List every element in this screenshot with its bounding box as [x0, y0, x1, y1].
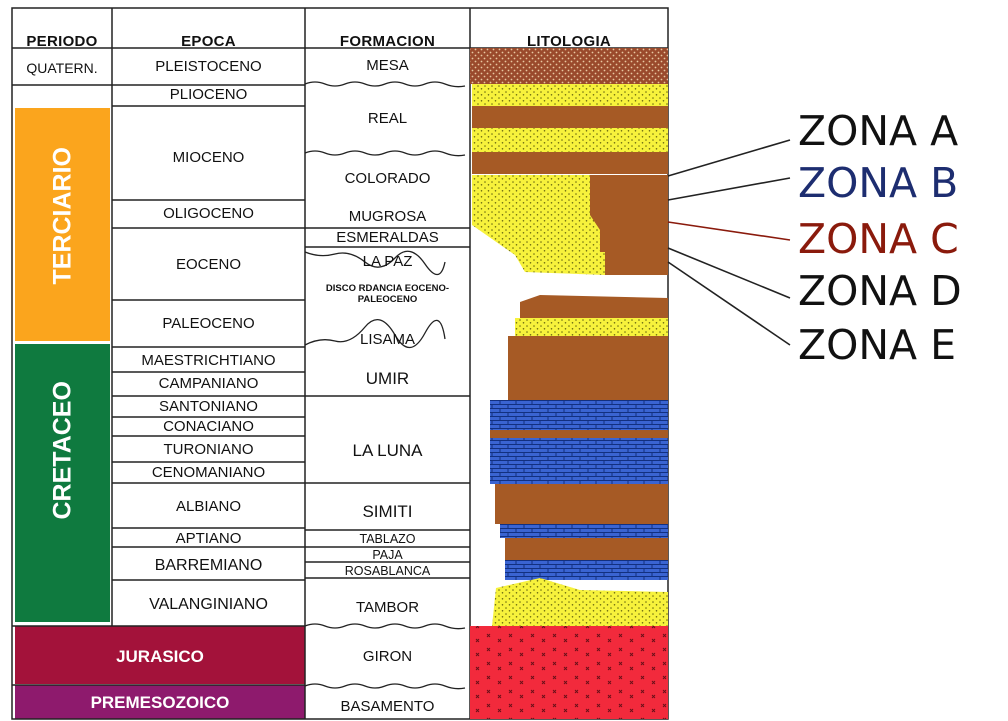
epoch-santoniano: SANTONIANO: [112, 398, 305, 415]
period-premesozoico: PREMESOZOICO: [15, 693, 305, 713]
epoch-paleoceno: PALEOCENO: [112, 315, 305, 332]
lith-basamento: [470, 684, 668, 719]
period-jurasico: JURASICO: [15, 647, 305, 667]
epoch-pleistoceno: PLEISTOCENO: [112, 58, 305, 75]
zone-a-label: ZONA A: [798, 107, 958, 155]
formation-simiti: SIMITI: [305, 502, 470, 522]
epoch-aptiano: APTIANO: [112, 530, 305, 547]
formation-giron: GIRON: [305, 648, 470, 665]
formation-mesa: MESA: [305, 57, 470, 74]
lith-lime-1: [490, 400, 668, 430]
formation-tablazo: TABLAZO: [305, 532, 470, 546]
zone-c-label: ZONA C: [798, 215, 959, 263]
epoch-valanginiano: VALANGINIANO: [112, 596, 305, 614]
epoch-eoceno: EOCENO: [112, 256, 305, 273]
lith-umir: [508, 336, 668, 400]
lith-lime-4: [505, 560, 668, 580]
lith-sand-3: [472, 175, 590, 194]
epoch-campaniano: CAMPANIANO: [112, 375, 305, 392]
lithology-column: [470, 48, 668, 719]
lith-shale-5: [490, 430, 668, 438]
zone-pointers: [668, 140, 790, 345]
lith-lime-3: [500, 524, 668, 538]
epoch-mioceno: MIOCENO: [112, 149, 305, 166]
lith-lime-2: [490, 438, 668, 484]
lith-sand-2: [472, 128, 668, 152]
formation-rosablanca: ROSABLANCA: [305, 564, 470, 578]
zone-e-label: ZONA E: [798, 321, 956, 369]
lith-shale-1: [472, 106, 668, 128]
lith-shale-6: [505, 538, 668, 560]
epoch-albiano: ALBIANO: [112, 498, 305, 515]
lith-sand-5: [515, 318, 668, 336]
lith-shale-4: [520, 295, 668, 318]
formation-laluna: LA LUNA: [305, 441, 470, 461]
header-periodo: PERIODO: [12, 33, 112, 50]
period-terciario: TERCIARIO: [49, 165, 78, 285]
formation-lisama: LISAMA: [305, 331, 470, 348]
zone-b-label: ZONA B: [798, 159, 958, 207]
header-epoca: EPOCA: [112, 33, 305, 50]
lith-tambor: [492, 578, 668, 626]
period-quatern: QUATERN.: [12, 60, 112, 76]
formation-discordancia: DISCO RDANCIA EOCENO-PALEOCENO: [325, 283, 450, 305]
epoch-conaciano: CONACIANO: [112, 418, 305, 435]
header-litologia: LITOLOGIA: [470, 33, 668, 50]
lith-mesa: [470, 48, 668, 84]
formation-esmeraldas: ESMERALDAS: [305, 229, 470, 246]
formation-paja: PAJA: [305, 548, 470, 562]
formation-basamento: BASAMENTO: [305, 698, 470, 715]
header-formacion: FORMACION: [305, 33, 470, 50]
formation-mugrosa: MUGROSA: [305, 208, 470, 225]
period-cretaceo: CRETACEO: [49, 400, 78, 520]
epoch-turoniano: TURONIANO: [112, 441, 305, 458]
lith-sand-1: [472, 84, 668, 106]
epoch-plioceno: PLIOCENO: [112, 86, 305, 103]
epoch-maestrichtiano: MAESTRICHTIANO: [112, 352, 305, 369]
epoch-barremiano: BARREMIANO: [112, 557, 305, 575]
epoch-cenomaniano: CENOMANIANO: [112, 464, 305, 481]
lith-giron: [470, 626, 668, 684]
lith-sand-4: [472, 194, 605, 275]
epoch-oligoceno: OLIGOCENO: [112, 205, 305, 222]
zone-d-label: ZONA D: [798, 267, 962, 315]
formation-colorado: COLORADO: [305, 170, 470, 187]
lith-simiti: [495, 484, 668, 524]
lith-shale-2: [472, 152, 668, 174]
formation-lapaz: LA PAZ: [305, 253, 470, 270]
formation-real: REAL: [305, 110, 470, 127]
formation-umir: UMIR: [305, 369, 470, 389]
formation-tambor: TAMBOR: [305, 599, 470, 616]
